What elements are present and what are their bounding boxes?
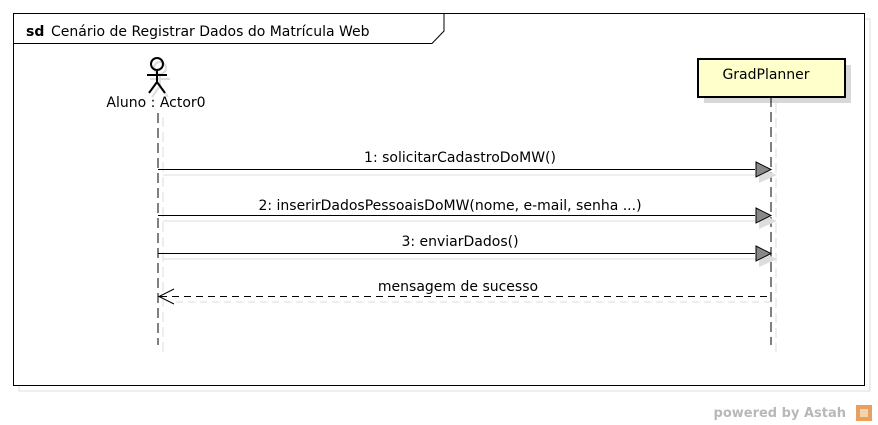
message-1-label: 1: solicitarCadastroDoMW(): [364, 150, 556, 166]
reply-message: mensagem de sucesso: [157, 279, 776, 305]
actor-icon: [147, 57, 167, 94]
frame-tab: [13, 13, 445, 44]
message-3-label: 3: enviarDados(): [401, 234, 518, 250]
gradplanner-label: GradPlanner: [722, 67, 809, 83]
actor-label: Aluno : Actor0: [106, 95, 205, 111]
powered-by-watermark: powered by Astah: [714, 406, 846, 421]
message-1: 1: solicitarCadastroDoMW(): [158, 150, 777, 183]
frame-title: Cenário de Registrar Dados do Matrícula …: [51, 24, 370, 40]
astah-logo-icon: [856, 405, 872, 421]
frame-keyword: sd: [26, 24, 44, 40]
reply-message-label: mensagem de sucesso: [378, 279, 538, 295]
message-2-label: 2: inserirDadosPessoaisDoMW(nome, e-mail…: [258, 198, 641, 214]
message-3: 3: enviarDados(): [158, 234, 777, 267]
message-2: 2: inserirDadosPessoaisDoMW(nome, e-mail…: [158, 198, 777, 229]
